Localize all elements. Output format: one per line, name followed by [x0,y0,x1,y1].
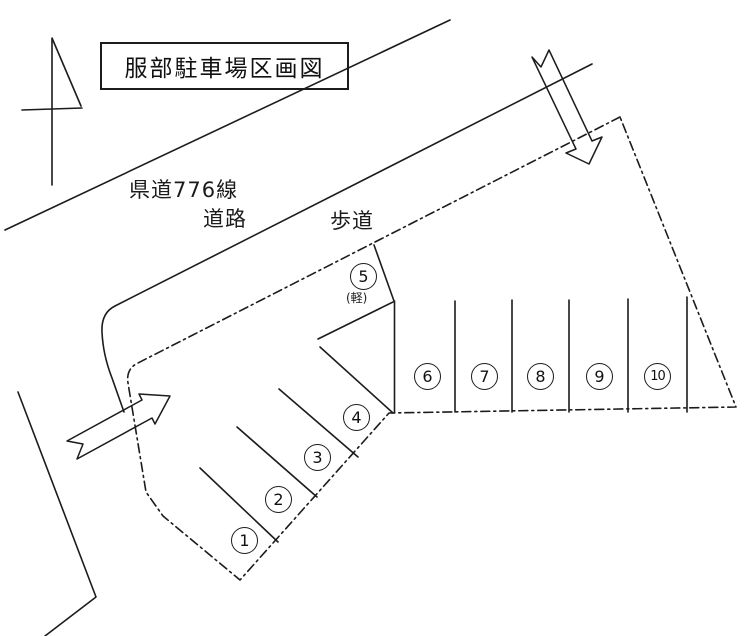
stall-8-badge: 8 [527,363,554,390]
stall-3-badge: 3 [304,444,331,471]
stall-9-badge: 9 [586,363,613,390]
exit-arrow-icon [531,49,603,165]
stall-4-badge: 4 [343,404,370,431]
north-symbol-icon [21,37,83,186]
plan-title: 服部駐車場区画図 [100,42,349,90]
road-upper-edge-line [4,19,451,231]
stall-5-badge: 5 [350,263,377,290]
stall-dividers-angled [199,388,359,543]
route-number-label: 県道776線 [129,178,239,202]
stall-6-badge: 6 [414,363,441,390]
stall-10-badge: 10 [644,363,671,390]
site-boundary-line [126,116,737,581]
sidewalk-label: 歩道 [330,209,374,233]
entry-arrow-icon [66,393,171,460]
stall-5-kei-note: (軽) [346,291,368,305]
stall-dividers-vertical [393,296,688,413]
stall-2-badge: 2 [265,486,292,513]
wedge-divider-lines [317,301,394,414]
road-lower-edge-line [101,63,593,413]
stall-7-badge: 7 [471,363,498,390]
roadway-label: 道路 [203,207,247,231]
stall5-edge-line [373,244,395,302]
stall-1-badge: 1 [231,527,258,554]
southwest-boundary-line [17,391,97,636]
